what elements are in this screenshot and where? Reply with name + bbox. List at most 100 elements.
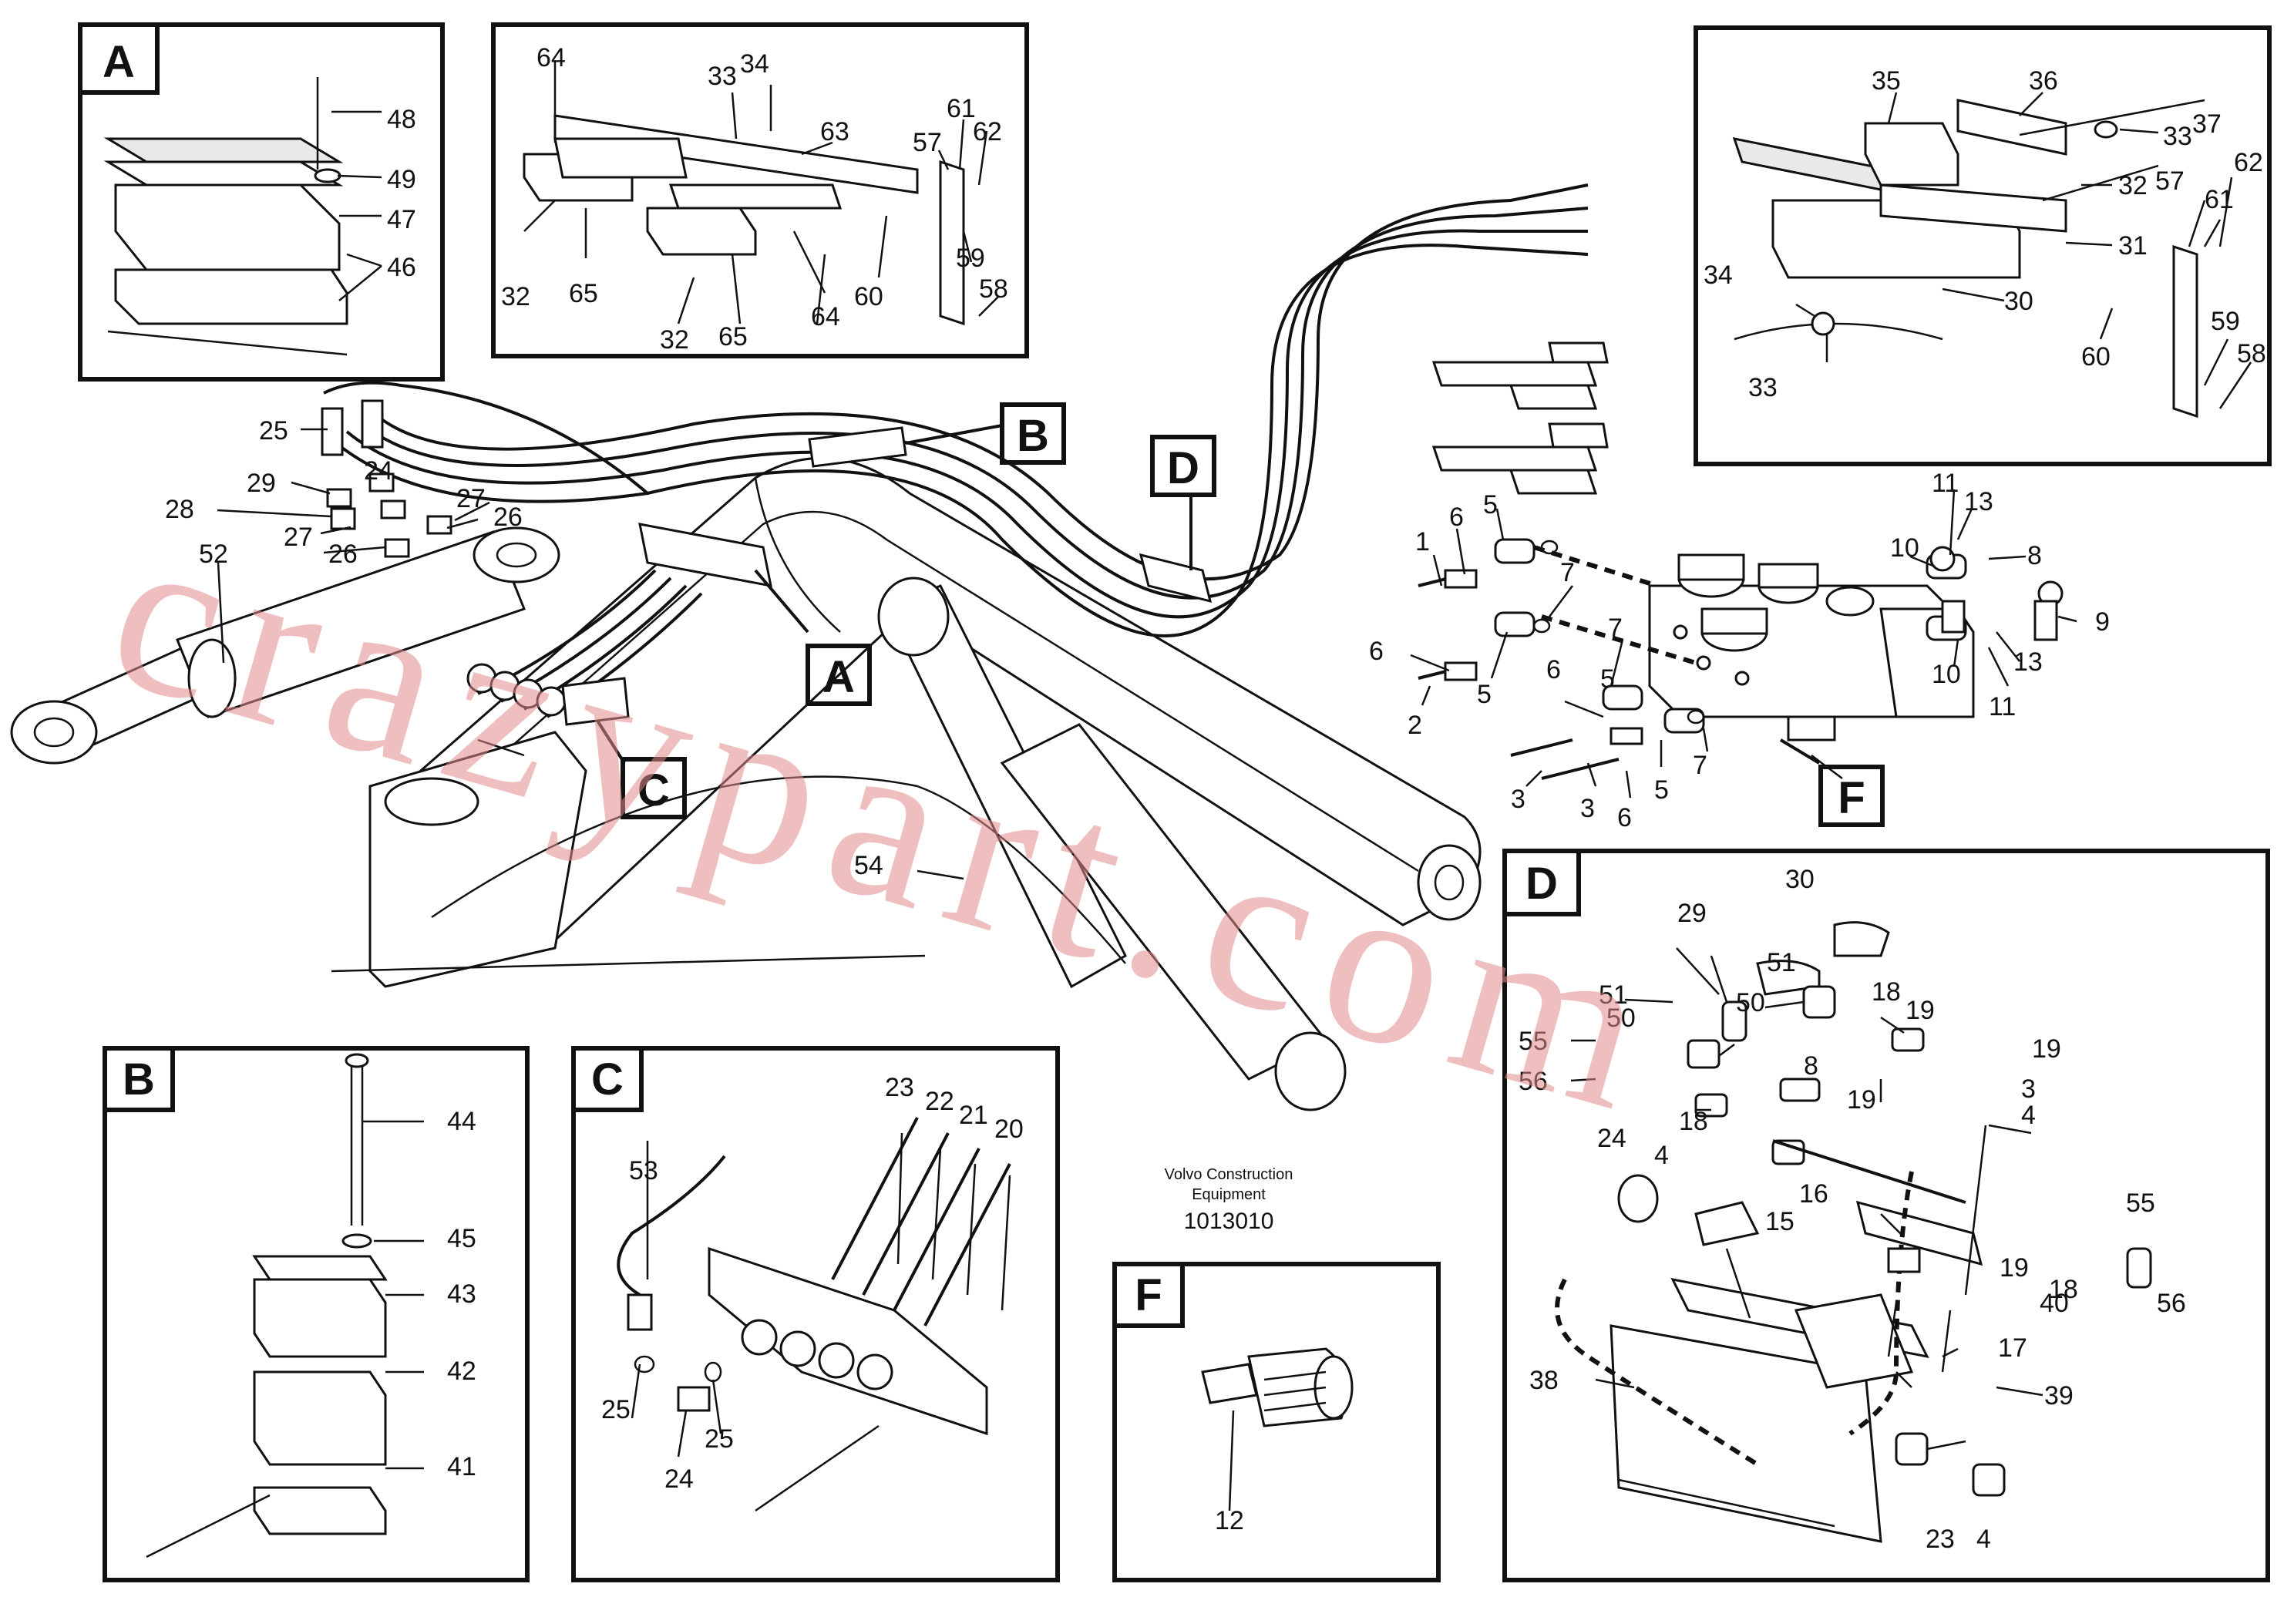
callout: 33 — [1748, 373, 1778, 402]
callout: 6 — [1617, 803, 1632, 832]
callout: 29 — [1677, 899, 1707, 928]
detail-clamp-rail — [491, 22, 1029, 358]
callouts-detail-F: 12 — [1215, 1506, 1244, 1535]
callout: 64 — [811, 302, 840, 331]
callout: 8 — [1804, 1051, 1818, 1081]
caption-line-2: Equipment — [1192, 1186, 1266, 1203]
callout: 24 — [664, 1464, 694, 1494]
callouts-detail-clamp-rail: 64 33 34 63 61 62 57 32 65 32 65 64 60 5… — [501, 43, 1008, 355]
callouts-detail-C: 23 22 21 20 53 25 24 25 — [601, 1073, 1024, 1494]
callout: 3 — [1580, 794, 1595, 823]
callout: 57 — [2155, 166, 2185, 196]
callout: 38 — [1529, 1366, 1559, 1395]
callout: 4 — [1654, 1141, 1669, 1170]
callouts-detail-clamp-bolt: 35 36 37 33 32 31 57 61 62 34 30 33 60 5… — [1704, 66, 2266, 402]
callout: 9 — [2095, 607, 2110, 637]
callout: 41 — [447, 1452, 476, 1481]
callout: 25 — [259, 416, 288, 446]
callout: 42 — [447, 1357, 476, 1386]
detail-C — [571, 1046, 1060, 1582]
detail-tags: A B C D F B A C D F — [103, 37, 1885, 1320]
detail-B — [103, 1046, 530, 1582]
callouts-detail-A: 48 49 47 46 — [387, 105, 416, 282]
tag-C-frame: C — [591, 1054, 624, 1105]
callout: 18 — [2049, 1275, 2078, 1304]
callout: 13 — [2013, 647, 2043, 677]
callout: 62 — [973, 117, 1002, 146]
callout: 46 — [387, 253, 416, 282]
callout: 31 — [2118, 231, 2148, 261]
callout: 60 — [854, 282, 883, 311]
callout: 19 — [1847, 1085, 1876, 1115]
callout: 18 — [1679, 1107, 1708, 1136]
caption-drawing-id: 1013010 — [1184, 1209, 1274, 1234]
callout: 2 — [1408, 711, 1422, 740]
tag-A-frame: A — [103, 37, 135, 87]
callout: 5 — [1600, 664, 1615, 694]
valve-block-F — [1648, 553, 1975, 741]
callout: 11 — [1932, 469, 1959, 498]
tag-F-frame: F — [1135, 1270, 1162, 1320]
tag-F-main: F — [1838, 773, 1865, 823]
callout: 51 — [1767, 948, 1796, 977]
callout: 3 — [2021, 1074, 2036, 1104]
tag-B-frame: B — [123, 1054, 155, 1105]
callout: 39 — [2044, 1381, 2074, 1410]
callout: 25 — [705, 1424, 734, 1454]
cylinder-52 — [10, 526, 560, 765]
callout: 20 — [994, 1115, 1024, 1144]
main-assembly — [10, 183, 2077, 1111]
callout: 29 — [247, 469, 276, 498]
callouts-main: 25 24 29 27 28 26 27 26 52 54 5 6 1 7 6 … — [165, 416, 2110, 880]
callout: 32 — [660, 325, 689, 355]
callout: 32 — [2118, 171, 2148, 200]
callout: 10 — [1890, 533, 1919, 563]
callout: 50 — [1606, 1004, 1636, 1033]
callout: 21 — [959, 1101, 988, 1130]
callout: 65 — [569, 279, 598, 308]
callout: 23 — [885, 1073, 914, 1102]
clamp-stack — [1431, 341, 1609, 495]
callout: 34 — [740, 49, 769, 79]
callout: 16 — [1799, 1179, 1828, 1209]
callout: 56 — [1519, 1067, 1548, 1096]
callout: 49 — [387, 165, 416, 194]
callout: 6 — [1546, 655, 1561, 684]
callout: 35 — [1872, 66, 1901, 96]
detail-F — [1112, 1262, 1441, 1582]
callout: 15 — [1765, 1207, 1794, 1236]
callout: 63 — [820, 117, 849, 146]
callout: 24 — [1597, 1124, 1626, 1153]
callout: 61 — [2205, 185, 2234, 214]
callout: 7 — [1608, 614, 1623, 643]
callout: 28 — [165, 495, 194, 524]
callout: 56 — [2157, 1289, 2186, 1318]
callout: 17 — [1998, 1333, 2027, 1363]
callout: 59 — [2211, 307, 2240, 336]
callout: 53 — [629, 1156, 658, 1185]
callout: 33 — [2163, 122, 2192, 151]
callout: 19 — [2032, 1034, 2061, 1064]
callout: 26 — [328, 540, 358, 569]
callout: 22 — [925, 1087, 954, 1116]
drawing-caption: Volvo Construction Equipment 1013010 — [1165, 1166, 1293, 1234]
callout: 7 — [1560, 558, 1575, 587]
detail-clamp-bolt — [1694, 25, 2272, 466]
callout: 26 — [493, 503, 523, 532]
callout: 4 — [1976, 1525, 1991, 1554]
callout: 55 — [2126, 1189, 2155, 1218]
callout: 64 — [536, 43, 566, 72]
tag-A-main: A — [822, 652, 855, 702]
main-leaders — [217, 424, 2077, 880]
callout: 36 — [2029, 66, 2058, 96]
callout: 10 — [1932, 660, 1961, 689]
callout: 19 — [2000, 1253, 2029, 1283]
valve-fittings — [1418, 538, 2064, 780]
callout: 55 — [1519, 1027, 1548, 1056]
callout: 62 — [2234, 148, 2263, 177]
detail-A — [78, 22, 445, 382]
callout: 4 — [2021, 1101, 2036, 1130]
callout: 11 — [1989, 692, 2016, 721]
callouts-detail-B: 44 45 43 42 41 — [447, 1107, 476, 1481]
